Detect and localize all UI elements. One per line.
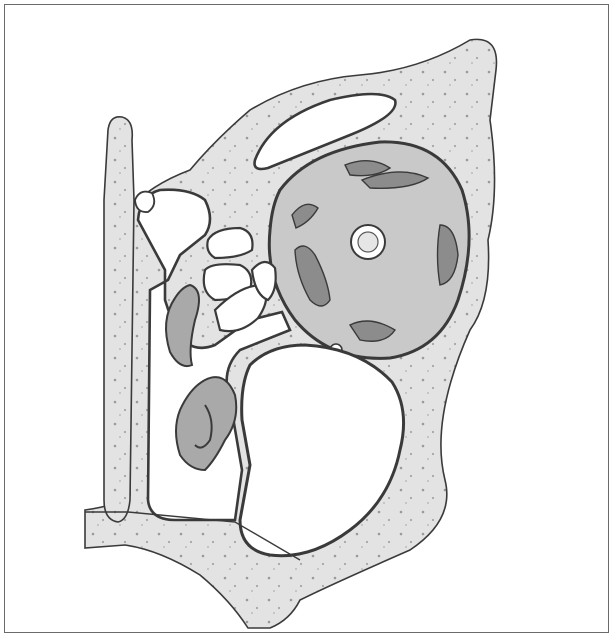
frontal-cell [135, 192, 154, 213]
nasal-septum [104, 117, 134, 522]
ethmoid-cell-1 [207, 228, 252, 258]
optic-nerve-inner [358, 232, 378, 252]
